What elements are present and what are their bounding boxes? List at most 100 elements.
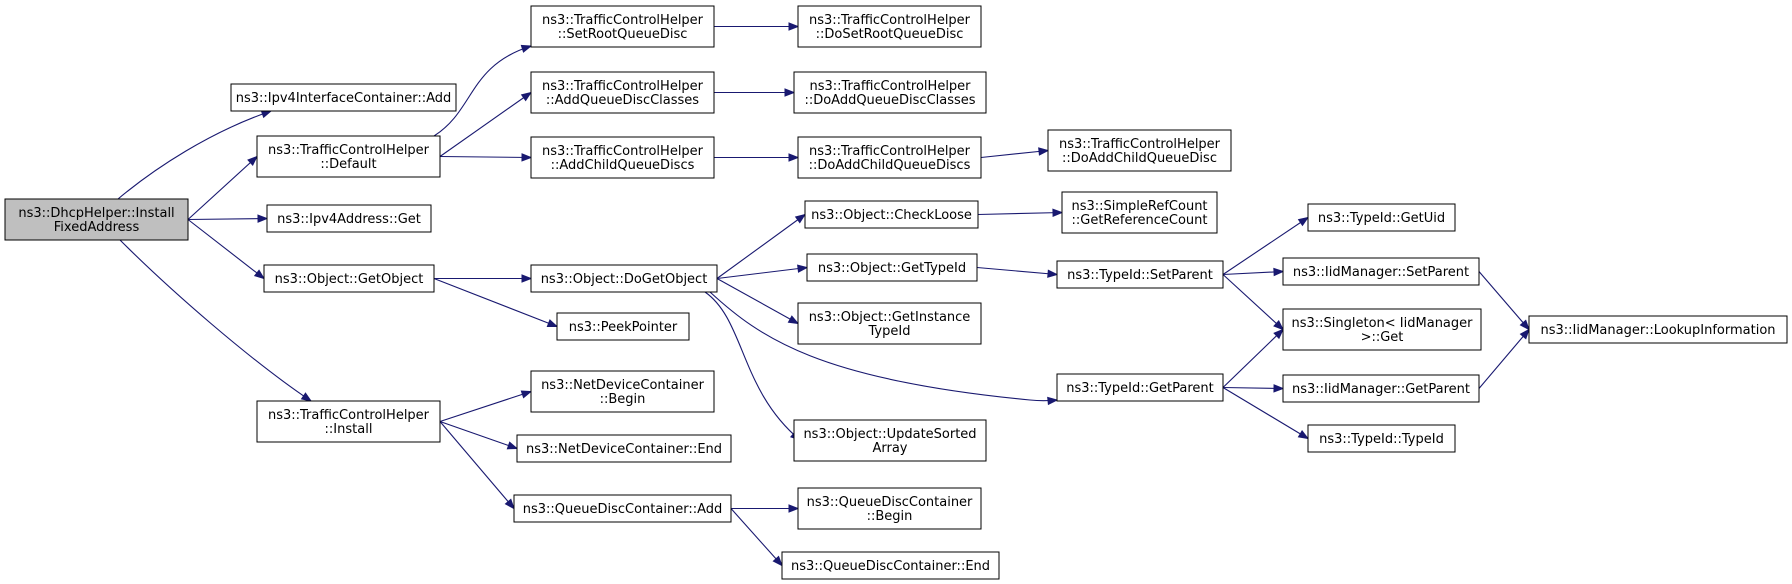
edge-n25-to-n27 bbox=[1222, 217, 1309, 275]
node-n26[interactable]: ns3::TypeId::GetParent bbox=[1056, 373, 1224, 402]
node-n10[interactable]: ns3::PeekPointer bbox=[556, 312, 690, 341]
node-box bbox=[530, 264, 718, 293]
node-label: ns3::Object::GetTypeId bbox=[818, 261, 966, 276]
arrowhead-n18-to-n25 bbox=[1047, 269, 1059, 278]
node-n30[interactable]: ns3::IidManager::GetParent bbox=[1282, 374, 1480, 403]
node-n15[interactable]: ns3::TrafficControlHelper::DoAddQueueDis… bbox=[793, 71, 987, 114]
node-label: ns3::Ipv4InterfaceContainer::Add bbox=[236, 91, 452, 106]
node-label: ns3::TrafficControlHelper bbox=[809, 79, 971, 94]
node-n6[interactable]: ns3::TrafficControlHelper::SetRootQueueD… bbox=[530, 5, 715, 48]
node-n8[interactable]: ns3::TrafficControlHelper::AddChildQueue… bbox=[530, 136, 715, 179]
edge-n28-to-n32 bbox=[1478, 271, 1530, 330]
node-box bbox=[1307, 203, 1456, 232]
node-box bbox=[4, 198, 189, 241]
edge-n25-to-n29 bbox=[1222, 274, 1284, 330]
arrowhead-n2-to-n6 bbox=[520, 44, 533, 53]
edge-n4-to-n10 bbox=[433, 277, 558, 328]
node-label: ns3::NetDeviceContainer::End bbox=[526, 442, 722, 457]
node-n11[interactable]: ns3::NetDeviceContainer::Begin bbox=[530, 370, 715, 413]
node-box bbox=[513, 494, 732, 523]
node-label: FixedAddress bbox=[54, 220, 140, 235]
node-n28[interactable]: ns3::IidManager::SetParent bbox=[1282, 257, 1480, 286]
node-n2[interactable]: ns3::TrafficControlHelper::Default bbox=[256, 135, 441, 178]
node-label: ns3::IidManager::GetParent bbox=[1292, 382, 1470, 397]
node-box bbox=[1056, 260, 1224, 289]
node-label: ns3::QueueDiscContainer::End bbox=[791, 559, 990, 574]
node-label: ns3::QueueDiscContainer::Add bbox=[523, 502, 723, 517]
arrowhead-n13-to-n21 bbox=[788, 504, 800, 513]
node-n31[interactable]: ns3::TypeId::TypeId bbox=[1307, 424, 1456, 453]
node-n13[interactable]: ns3::QueueDiscContainer::Add bbox=[513, 494, 732, 523]
node-box bbox=[797, 487, 982, 530]
node-n14[interactable]: ns3::TrafficControlHelper::DoSetRootQueu… bbox=[797, 5, 982, 48]
node-box bbox=[1528, 315, 1788, 344]
node-n4[interactable]: ns3::Object::GetObject bbox=[263, 264, 435, 293]
edge-n9-to-n17 bbox=[716, 214, 806, 279]
node-n32[interactable]: ns3::IidManager::LookupInformation bbox=[1528, 315, 1788, 344]
node-n25[interactable]: ns3::TypeId::SetParent bbox=[1056, 260, 1224, 289]
node-box bbox=[797, 5, 982, 48]
node-box bbox=[1282, 308, 1482, 351]
node-n17[interactable]: ns3::Object::CheckLoose bbox=[804, 200, 979, 229]
node-box bbox=[1047, 129, 1232, 172]
node-label: ns3::TrafficControlHelper bbox=[1059, 137, 1221, 152]
node-label: ns3::TrafficControlHelper bbox=[809, 13, 971, 28]
node-box bbox=[256, 135, 441, 178]
node-label: ns3::Singleton< IidManager bbox=[1291, 316, 1473, 331]
node-label: ns3::Object::UpdateSorted bbox=[803, 427, 976, 442]
node-n5[interactable]: ns3::TrafficControlHelper::Install bbox=[256, 400, 441, 443]
node-n22[interactable]: ns3::QueueDiscContainer::End bbox=[781, 551, 1000, 580]
node-label: ns3::TrafficControlHelper bbox=[542, 13, 704, 28]
node-n16[interactable]: ns3::TrafficControlHelper::DoAddChildQue… bbox=[797, 136, 982, 179]
node-label: ns3::TrafficControlHelper bbox=[268, 143, 430, 158]
node-n18[interactable]: ns3::Object::GetTypeId bbox=[806, 253, 978, 282]
node-n23[interactable]: ns3::TrafficControlHelper::DoAddChildQue… bbox=[1047, 129, 1232, 172]
node-n21[interactable]: ns3::QueueDiscContainer::Begin bbox=[797, 487, 982, 530]
node-box bbox=[1061, 191, 1218, 234]
node-n12[interactable]: ns3::NetDeviceContainer::End bbox=[516, 434, 732, 463]
node-label: ::SetRootQueueDisc bbox=[558, 27, 688, 42]
node-box bbox=[793, 419, 987, 462]
node-label: ns3::SimpleRefCount bbox=[1071, 199, 1207, 214]
node-box bbox=[230, 83, 457, 112]
edge-n26-to-n31 bbox=[1222, 387, 1309, 439]
node-label: ::AddQueueDiscClasses bbox=[546, 93, 699, 108]
node-box bbox=[266, 204, 432, 233]
arrowhead-n25-to-n28 bbox=[1273, 267, 1285, 277]
arrowhead-n8-to-n16 bbox=[788, 153, 800, 162]
arrowhead-n2-to-n8 bbox=[521, 153, 533, 162]
node-label: ns3::QueueDiscContainer bbox=[807, 495, 973, 510]
node-label: ns3::Object::DoGetObject bbox=[541, 272, 708, 287]
arrowhead-n9-to-n18 bbox=[797, 264, 809, 273]
node-box bbox=[256, 400, 441, 443]
edge-n9-to-n26 bbox=[709, 291, 1058, 402]
node-n27[interactable]: ns3::TypeId::GetUid bbox=[1307, 203, 1456, 232]
node-box bbox=[1307, 424, 1456, 453]
node-label: ns3::Object::GetInstance bbox=[809, 310, 971, 325]
edge-n26-to-n30 bbox=[1222, 386, 1284, 390]
node-label: ns3::TrafficControlHelper bbox=[809, 144, 971, 159]
node-n29[interactable]: ns3::Singleton< IidManager >::Get bbox=[1282, 308, 1482, 351]
node-box bbox=[797, 302, 982, 345]
node-box bbox=[804, 200, 979, 229]
node-n3[interactable]: ns3::Ipv4Address::Get bbox=[266, 204, 432, 233]
node-box bbox=[516, 434, 732, 463]
arrowhead-n0-to-n3 bbox=[257, 214, 269, 223]
node-label: ns3::PeekPointer bbox=[569, 320, 678, 335]
node-label: ns3::TypeId::SetParent bbox=[1067, 268, 1213, 283]
edge-n0-to-n2 bbox=[187, 156, 258, 220]
node-n1[interactable]: ns3::Ipv4InterfaceContainer::Add bbox=[230, 83, 457, 112]
node-label: ::DoAddQueueDiscClasses bbox=[804, 93, 975, 108]
edge-n2-to-n6 bbox=[433, 45, 532, 137]
node-box bbox=[263, 264, 435, 293]
node-label: TypeId bbox=[868, 324, 911, 339]
node-n9[interactable]: ns3::Object::DoGetObject bbox=[530, 264, 718, 293]
edge-n16-to-n23 bbox=[980, 149, 1049, 159]
node-label: ::DoAddChildQueueDisc bbox=[1062, 151, 1217, 166]
node-n24[interactable]: ns3::SimpleRefCount::GetReferenceCount bbox=[1061, 191, 1218, 234]
node-n7[interactable]: ns3::TrafficControlHelper::AddQueueDiscC… bbox=[530, 71, 715, 114]
